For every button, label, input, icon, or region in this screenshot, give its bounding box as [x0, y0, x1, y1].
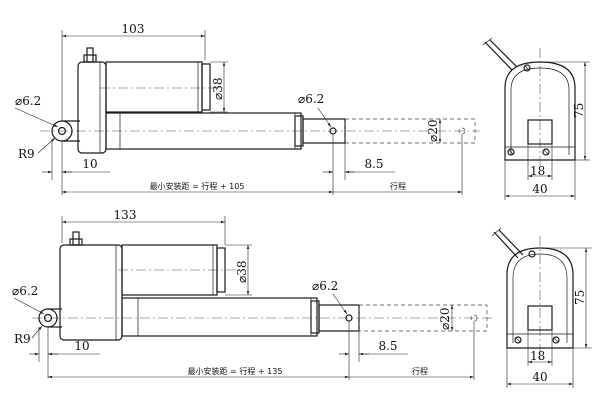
top-front-hole-label: ⌀6.2 — [298, 92, 324, 106]
bottom-stroke-label: 行程 — [412, 366, 428, 376]
top-end-screw — [523, 64, 531, 72]
bottom-front-hole-label: ⌀6.2 — [312, 279, 338, 293]
top-rear-offset-label: 10 — [82, 157, 97, 171]
top-end-bracket — [527, 119, 553, 145]
bottom-side-view: 133 ⌀38 ⌀6.2 R9 ⌀6.2 ⌀20 10 8.5 — [12, 208, 495, 380]
top-gearbox-housing — [77, 61, 107, 154]
top-overall-length-label: 103 — [122, 22, 145, 36]
bottom-end-screw — [528, 250, 536, 258]
top-end-height-label: 75 — [572, 103, 586, 118]
top-side-view: 103 ⌀38 ⌀6.2 R9 ⌀6.2 ⌀20 10 8.5 — [14, 22, 480, 195]
top-end-view: 75 18 40 — [482, 37, 590, 200]
top-end-screw — [542, 148, 550, 156]
top-end-width-label: 40 — [532, 182, 547, 196]
top-min-install-distance-label: 最小安装距 = 行程 + 105 — [150, 181, 245, 191]
top-stroke-label: 行程 — [390, 181, 406, 191]
top-motor-body — [105, 61, 203, 113]
top-extended-rod-phantom — [344, 118, 476, 144]
bottom-rod-diameter-label: ⌀20 — [438, 308, 452, 331]
bottom-extended-rod-phantom — [358, 304, 488, 332]
bottom-front-offset-label: 8.5 — [378, 339, 397, 353]
bottom-rear-hole-label: ⌀6.2 — [12, 284, 38, 298]
top-rod-diameter-label: ⌀20 — [426, 120, 440, 143]
bottom-min-install-distance-label: 最小安装距 = 行程 + 135 — [188, 366, 283, 376]
bottom-end-bracket-width-label: 18 — [530, 349, 545, 363]
top-end-screw — [507, 148, 515, 156]
top-front-offset-label: 8.5 — [364, 157, 383, 171]
bottom-end-view: 75 18 40 — [491, 227, 592, 388]
bottom-end-height-label: 75 — [573, 290, 587, 305]
bottom-end-bracket — [527, 305, 553, 331]
top-rear-radius-label: R9 — [18, 147, 35, 161]
bottom-outer-tube — [121, 297, 318, 337]
bottom-end-screw — [514, 336, 522, 344]
top-end-bracket-width-label: 18 — [530, 164, 545, 178]
top-rear-hole-label: ⌀6.2 — [15, 94, 41, 108]
top-outer-tube — [105, 112, 302, 150]
bottom-motor-diameter-label: ⌀38 — [235, 261, 249, 284]
bottom-rear-offset-label: 10 — [74, 339, 89, 353]
bottom-end-housing — [506, 247, 574, 349]
bottom-motor-endcap — [216, 247, 226, 293]
bottom-gearbox-housing — [59, 244, 123, 341]
bottom-rear-radius-label: R9 — [14, 332, 31, 346]
top-end-housing — [504, 61, 576, 161]
bottom-overall-length-label: 133 — [114, 208, 137, 222]
bottom-end-screw — [552, 336, 560, 344]
top-motor-diameter-label: ⌀38 — [211, 78, 225, 101]
bottom-end-width-label: 40 — [532, 370, 547, 384]
top-motor-endcap — [201, 63, 211, 111]
bottom-front-cap — [310, 300, 320, 334]
top-rear-clevis — [51, 120, 80, 142]
